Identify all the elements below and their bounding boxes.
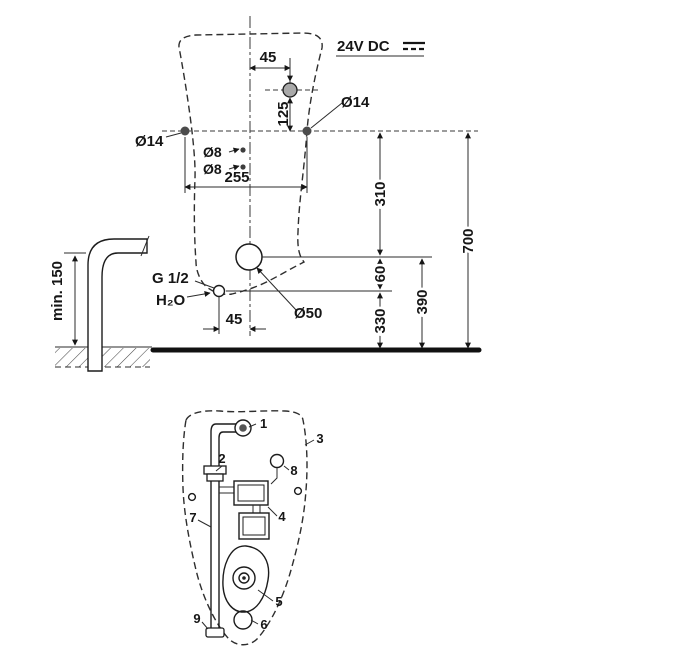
battery-box-inner: [242, 516, 266, 536]
leader-dia8-upper: [228, 147, 240, 154]
leader-callout-5: [257, 589, 274, 602]
leader-callout-7: [197, 519, 212, 528]
water-inlet-hole: [212, 284, 226, 298]
dim-45-bottom: 45: [226, 311, 243, 328]
dia14-right-label: Ø14: [341, 94, 370, 111]
leader-callout-9: [201, 621, 209, 630]
dim-125: 125: [275, 101, 292, 126]
callout-9: 9: [193, 611, 200, 626]
dim-255: 255: [224, 169, 249, 186]
pipe-union-lower: [206, 473, 224, 482]
callout-7: 7: [189, 510, 196, 525]
cover-outline: [181, 410, 308, 646]
flush-pipe-outer: [210, 423, 236, 628]
dim-390: 390: [414, 289, 431, 314]
sensor-head: [269, 453, 285, 469]
flush-pipe-inner: [218, 431, 236, 628]
leader-callout-1: [248, 423, 257, 428]
dim-330: 330: [372, 308, 389, 333]
dim-700: 700: [460, 228, 477, 253]
dim-60: 60: [372, 266, 389, 283]
dim-45-top: 45: [260, 49, 277, 66]
callout-3: 3: [316, 431, 323, 446]
small-hole-upper: [240, 147, 246, 153]
pipe-end-cap: [205, 627, 225, 638]
leader-callout-6: [250, 619, 259, 625]
dia8-lower-label: Ø8: [203, 161, 222, 177]
fixing-hole-left: [180, 126, 190, 136]
siphon-ring-inner: [238, 572, 250, 584]
mount-hole-left: [187, 492, 197, 502]
mount-hole-right: [293, 486, 303, 496]
power-label: 24V DC: [337, 38, 390, 55]
siphon-ring-outer: [232, 566, 256, 590]
dimension-figure: 45 24V DC 125 Ø14 Ø14 Ø8 Ø8 255 310 700 …: [49, 16, 482, 372]
leader-dia14-right: [310, 102, 343, 129]
sensor-cable: [270, 468, 278, 485]
fixing-hole-right: [302, 126, 312, 136]
components-figure: 1 2 3 4 5 6 7 8 9: [181, 410, 324, 646]
leader-dia8-lower: [228, 164, 240, 171]
urinal-outline: [178, 32, 323, 296]
callout-1: 1: [260, 416, 267, 431]
leader-callout-4: [267, 506, 278, 517]
leader-dia50: [256, 267, 298, 312]
leader-callout-3: [304, 439, 315, 446]
dim-310: 310: [372, 181, 389, 206]
solenoid-valve-inner: [237, 484, 265, 502]
dc-symbol-icon: [403, 41, 425, 51]
power-supply-hole: [282, 82, 298, 98]
callout-6: 6: [260, 617, 267, 632]
siphon-body: [222, 545, 270, 613]
callout-5: 5: [275, 594, 282, 609]
callout-2: 2: [218, 451, 225, 466]
leader-dia14-left: [165, 132, 182, 138]
water-supply-pipe: [87, 238, 148, 372]
dim-min150: min. 150: [49, 261, 66, 321]
callout-4: 4: [278, 509, 286, 524]
water-label: H₂O: [156, 292, 185, 309]
siphon-center-dot: [242, 576, 246, 580]
leader-callout-8: [283, 465, 290, 471]
leader-callout-2: [215, 465, 223, 472]
small-hole-lower: [240, 164, 246, 170]
dia8-upper-label: Ø8: [203, 144, 222, 160]
thread-label: G 1/2: [152, 270, 189, 287]
dia14-left-label: Ø14: [135, 133, 164, 150]
callout-8: 8: [290, 463, 297, 478]
pipe-break-mark: [140, 235, 150, 257]
pipe-union-upper: [203, 465, 227, 475]
outlet-hole: [235, 243, 263, 271]
leader-thread: [194, 280, 215, 289]
outlet-circle: [233, 610, 253, 630]
wall-section: [55, 346, 152, 368]
inlet-fitting-inner: [239, 424, 247, 432]
leader-water: [186, 290, 211, 298]
dia50-label: Ø50: [294, 305, 322, 322]
